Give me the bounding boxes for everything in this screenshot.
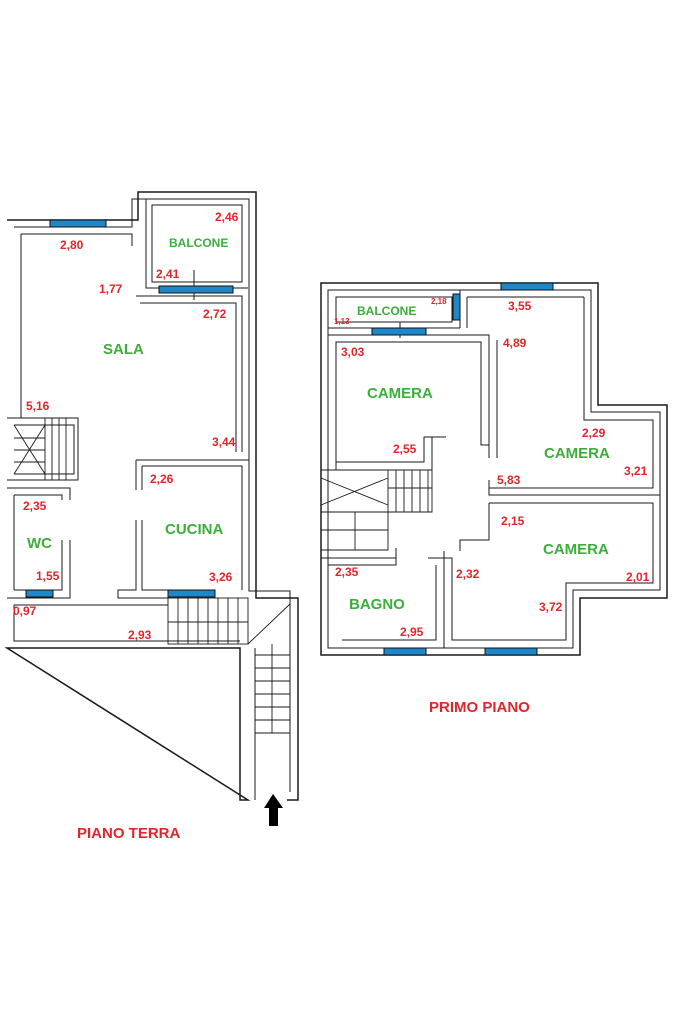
dimension-label: 2,26 (150, 472, 174, 486)
dimension-label: 1,13 (334, 317, 350, 326)
room-label-cucina: CUCINA (165, 521, 223, 538)
window (371, 327, 427, 336)
first-floor-plan (320, 282, 668, 656)
dimension-label: 2,93 (128, 628, 152, 642)
ground-outer-wall (4, 191, 299, 801)
dimension-label: 4,89 (503, 336, 527, 350)
camera-2-walls (466, 296, 660, 496)
dimension-label: 3,21 (624, 464, 648, 478)
dimension-label: 1,77 (99, 282, 123, 296)
window (25, 589, 54, 598)
ground-inner-wall (14, 198, 291, 800)
arrow-up-icon (264, 794, 283, 826)
window (49, 219, 107, 228)
room-label-balcone: BALCONE (169, 236, 228, 250)
room-label-bagno: BAGNO (349, 596, 405, 613)
room-label-camera: CAMERA (367, 385, 433, 402)
dimension-label: 5,16 (26, 399, 50, 413)
dimension-label: 2,29 (582, 426, 606, 440)
room-label-wc: WC (27, 535, 52, 552)
dimension-label: 2,32 (456, 567, 480, 581)
dimension-label: 2,55 (393, 442, 417, 456)
dimension-label: 3,03 (341, 345, 365, 359)
staircase-icon (320, 469, 433, 551)
window (500, 282, 554, 291)
dimension-label: 5,83 (497, 473, 521, 487)
dimension-label: 2,80 (60, 238, 84, 252)
first-floor-labels: BALCONE CAMERA CAMERA CAMERA BAGNO 1,13 … (334, 297, 650, 716)
ground-floor-plan (4, 191, 299, 826)
ground-floor-labels: SALA BALCONE WC CUCINA 2,80 1,77 2,46 2,… (13, 210, 239, 842)
room-label-camera: CAMERA (543, 541, 609, 558)
window (158, 285, 234, 294)
window (484, 647, 538, 656)
room-label-sala: SALA (103, 341, 144, 358)
sala-wall (20, 233, 243, 452)
room-label-balcone: BALCONE (357, 304, 416, 318)
dimension-label: 3,44 (212, 435, 236, 449)
dimension-label: 1,55 (36, 569, 60, 583)
dimension-label: 2,95 (400, 625, 424, 639)
dimension-label: 3,55 (508, 299, 532, 313)
wc-walls (7, 487, 71, 599)
dimension-label: 2,18 (431, 297, 447, 306)
dimension-label: 0,97 (13, 604, 37, 618)
bagno-walls (321, 548, 437, 648)
cucina-walls (117, 459, 249, 599)
dimension-label: 2,41 (156, 267, 180, 281)
camera-3-walls (428, 502, 654, 648)
floor-title-primo-piano: PRIMO PIANO (429, 699, 530, 716)
ground-hall-walls (13, 604, 240, 642)
room-label-camera: CAMERA (544, 445, 610, 462)
dimension-label: 2,35 (335, 565, 359, 579)
window (383, 647, 427, 656)
dimension-label: 2,15 (501, 514, 525, 528)
staircase-icon (13, 418, 67, 480)
ground-stair-walls (7, 417, 79, 481)
first-inner-wall (327, 289, 661, 649)
dimension-label: 3,72 (539, 600, 563, 614)
staircase-icon (167, 597, 291, 734)
window (167, 589, 216, 598)
dimension-label: 2,35 (23, 499, 47, 513)
dimension-label: 2,72 (203, 307, 227, 321)
dimension-label: 2,46 (215, 210, 239, 224)
window (452, 293, 461, 321)
floor-title-piano-terra: PIANO TERRA (77, 825, 181, 842)
dimension-label: 3,26 (209, 570, 233, 584)
dimension-label: 2,01 (626, 570, 650, 584)
